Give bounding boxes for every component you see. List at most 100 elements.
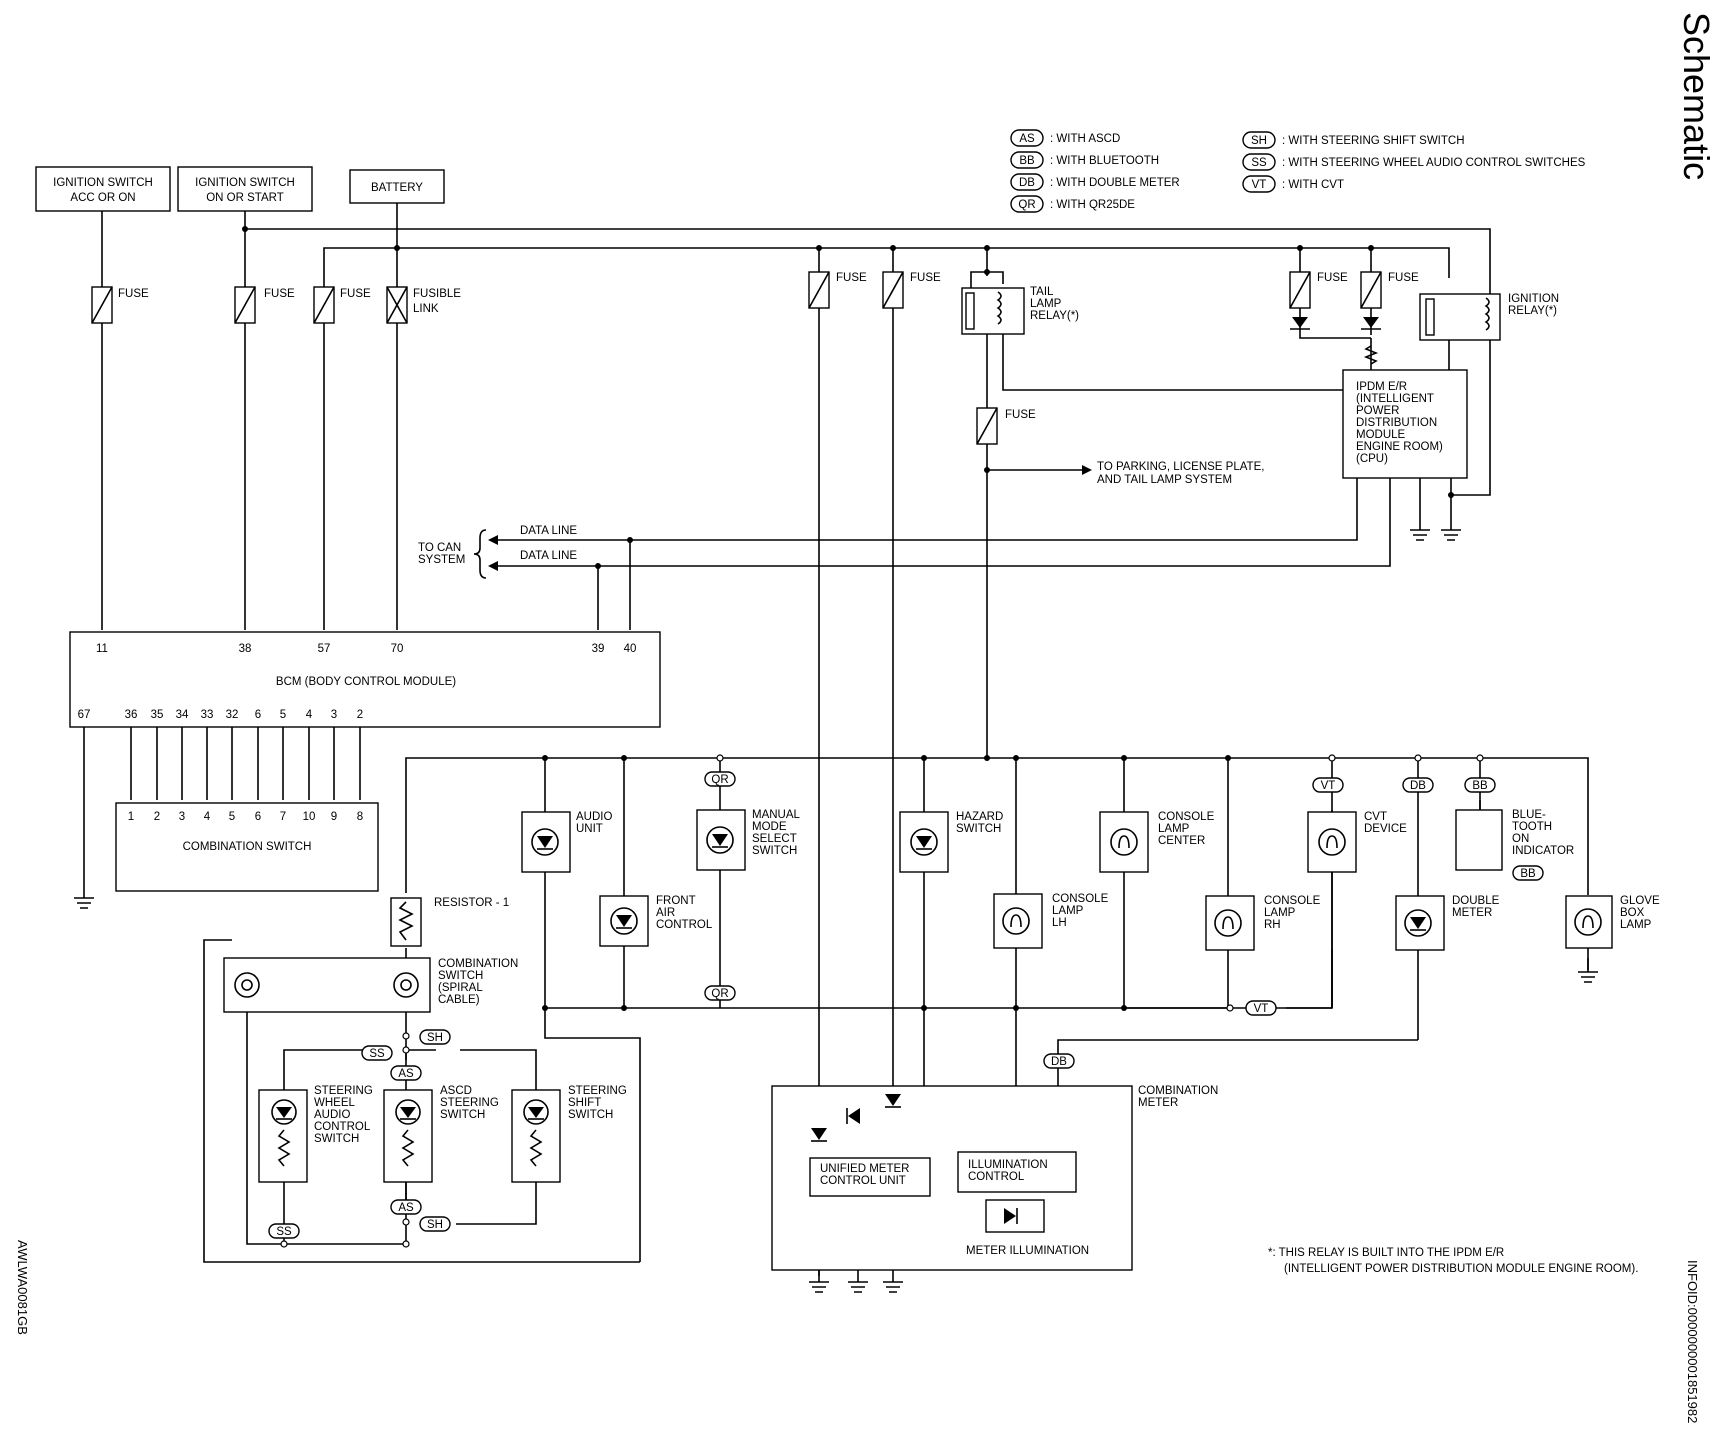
front-air-control: FRONT AIR CONTROL xyxy=(599,895,713,947)
svg-text:6: 6 xyxy=(255,709,261,721)
svg-text:DATA LINE: DATA LINE xyxy=(520,550,577,562)
svg-text:SH: SH xyxy=(1251,135,1267,147)
tag-ss-1: SS xyxy=(361,1045,393,1061)
ipdm-diodes xyxy=(1290,317,1381,365)
svg-text:FRONT: FRONT xyxy=(656,895,696,907)
svg-text:ON OR START: ON OR START xyxy=(206,192,284,204)
svg-text:BB: BB xyxy=(1472,780,1488,792)
console-lamp-center: CONSOLE LAMP CENTER xyxy=(1099,811,1215,873)
spiral-cable: COMBINATION SWITCH (SPIRAL CABLE) xyxy=(223,957,518,1013)
svg-text:VT: VT xyxy=(1252,179,1267,191)
svg-text:(CPU): (CPU) xyxy=(1356,453,1388,465)
svg-text:BLUE-: BLUE- xyxy=(1512,809,1546,821)
svg-text:34: 34 xyxy=(176,709,189,721)
svg-text:ASCD: ASCD xyxy=(440,1085,472,1097)
tag-as-2: AS xyxy=(390,1199,422,1215)
manual-mode-select-switch: MANUAL MODE SELECT SWITCH xyxy=(696,809,801,871)
svg-text:TOOTH: TOOTH xyxy=(1512,821,1552,833)
svg-text:RH: RH xyxy=(1264,919,1281,931)
junction-dots xyxy=(242,226,1484,1248)
ground-symbols xyxy=(74,529,1598,1293)
svg-text:STEERING: STEERING xyxy=(314,1085,373,1097)
tag-as-1: AS xyxy=(390,1065,422,1081)
svg-text:LAMP: LAMP xyxy=(1620,919,1652,931)
tag-sh-1: SH xyxy=(419,1029,451,1045)
svg-text:METER ILLUMINATION: METER ILLUMINATION xyxy=(966,1245,1089,1257)
legend: AS: WITH ASCD BB: WITH BLUETOOTH DB: WIT… xyxy=(1010,129,1586,213)
svg-text:LAMP: LAMP xyxy=(1158,823,1190,835)
svg-text:SYSTEM: SYSTEM xyxy=(418,554,465,566)
fuse-meter-1: FUSE xyxy=(808,271,867,309)
svg-text:IGNITION SWITCH: IGNITION SWITCH xyxy=(53,177,153,189)
svg-text:(SPIRAL: (SPIRAL xyxy=(438,982,483,994)
svg-text:STEERING: STEERING xyxy=(440,1097,499,1109)
legend-bb: BB: WITH BLUETOOTH xyxy=(1010,151,1159,169)
tag-ss-2: SS xyxy=(268,1223,300,1239)
svg-text:LAMP: LAMP xyxy=(1030,298,1062,310)
svg-text:: WITH ASCD: : WITH ASCD xyxy=(1050,133,1120,145)
svg-text:FUSE: FUSE xyxy=(340,288,371,300)
illumination-control: ILLUMINATION CONTROL xyxy=(957,1151,1077,1193)
svg-text:SH: SH xyxy=(427,1032,443,1044)
svg-text:AIR: AIR xyxy=(656,907,675,919)
svg-text:RESISTOR - 1: RESISTOR - 1 xyxy=(434,897,509,909)
svg-text:DEVICE: DEVICE xyxy=(1364,823,1407,835)
tag-qr-2: QR xyxy=(704,985,736,1001)
svg-text:METER: METER xyxy=(1452,907,1492,919)
svg-text:CONTROL: CONTROL xyxy=(656,919,713,931)
svg-text:IGNITION SWITCH: IGNITION SWITCH xyxy=(195,177,295,189)
svg-text:QR: QR xyxy=(711,774,728,786)
svg-text:2: 2 xyxy=(154,811,160,823)
svg-text:IPDM E/R: IPDM E/R xyxy=(1356,381,1407,393)
svg-text:8: 8 xyxy=(357,811,363,823)
svg-text:SS: SS xyxy=(1251,157,1267,169)
info-id: INFOID:0000000001851982 xyxy=(1685,1260,1700,1423)
svg-text:(INTELLIGENT: (INTELLIGENT xyxy=(1356,393,1434,405)
bluetooth-on-indicator: BLUE- TOOTH ON INDICATOR xyxy=(1455,809,1574,871)
svg-text:CONTROL: CONTROL xyxy=(968,1171,1025,1183)
tail-lamp-relay: TAIL LAMP RELAY(*) xyxy=(961,286,1079,335)
console-lamp-rh: CONSOLE LAMP RH xyxy=(1205,895,1321,951)
svg-text:FUSE: FUSE xyxy=(910,272,941,284)
svg-text:ENGINE ROOM): ENGINE ROOM) xyxy=(1356,441,1443,453)
svg-text:IGNITION: IGNITION xyxy=(1508,293,1559,305)
svg-text:70: 70 xyxy=(391,643,404,655)
bcm-box: BCM (BODY CONTROL MODULE) 11 38 57 70 39… xyxy=(69,631,661,728)
svg-text:CONTROL UNIT: CONTROL UNIT xyxy=(820,1175,906,1187)
svg-text:AS: AS xyxy=(398,1068,414,1080)
battery-box: BATTERY xyxy=(349,169,445,204)
svg-text:ILLUMINATION: ILLUMINATION xyxy=(968,1159,1048,1171)
svg-text:(INTELLIGENT POWER DISTRIBUTIO: (INTELLIGENT POWER DISTRIBUTION MODULE E… xyxy=(1284,1263,1638,1275)
ignition-switch-on-box: IGNITION SWITCH ON OR START xyxy=(177,166,313,212)
svg-text:BCM (BODY CONTROL MODULE): BCM (BODY CONTROL MODULE) xyxy=(276,676,456,688)
svg-text:RELAY(*): RELAY(*) xyxy=(1508,305,1557,317)
svg-text:LAMP: LAMP xyxy=(1264,907,1296,919)
svg-text:DB: DB xyxy=(1019,177,1035,189)
combination-switch-box: COMBINATION SWITCH 1 2 3 4 5 6 7 10 9 8 xyxy=(115,802,379,892)
meter-illumination: METER ILLUMINATION xyxy=(966,1199,1089,1257)
fuse-bat: FUSE xyxy=(313,286,371,324)
hazard-switch: HAZARD SWITCH xyxy=(899,811,1003,873)
svg-text:AS: AS xyxy=(398,1202,414,1214)
svg-text:AND TAIL LAMP SYSTEM: AND TAIL LAMP SYSTEM xyxy=(1097,474,1232,486)
svg-text:: WITH QR25DE: : WITH QR25DE xyxy=(1050,199,1135,211)
svg-text:DB: DB xyxy=(1051,1056,1067,1068)
tag-db-1: DB xyxy=(1402,777,1434,793)
svg-text:MODE: MODE xyxy=(752,821,787,833)
svg-text:COMBINATION: COMBINATION xyxy=(1138,1085,1218,1097)
svg-text:HAZARD: HAZARD xyxy=(956,811,1003,823)
svg-text:SWITCH: SWITCH xyxy=(956,823,1001,835)
svg-text:QR: QR xyxy=(711,988,728,1000)
svg-text:DOUBLE: DOUBLE xyxy=(1452,895,1500,907)
svg-text:MODULE: MODULE xyxy=(1356,429,1406,441)
svg-text:10: 10 xyxy=(303,811,316,823)
to-parking-arrow: TO PARKING, LICENSE PLATE, AND TAIL LAMP… xyxy=(1082,461,1264,486)
svg-text:CVT: CVT xyxy=(1364,811,1387,823)
svg-text:AUDIO: AUDIO xyxy=(314,1109,350,1121)
audio-unit: AUDIO UNIT xyxy=(521,811,612,873)
fuse-tail: FUSE xyxy=(976,407,1036,445)
svg-text:: WITH BLUETOOTH: : WITH BLUETOOTH xyxy=(1050,155,1159,167)
tag-qr-1: QR xyxy=(704,771,736,787)
